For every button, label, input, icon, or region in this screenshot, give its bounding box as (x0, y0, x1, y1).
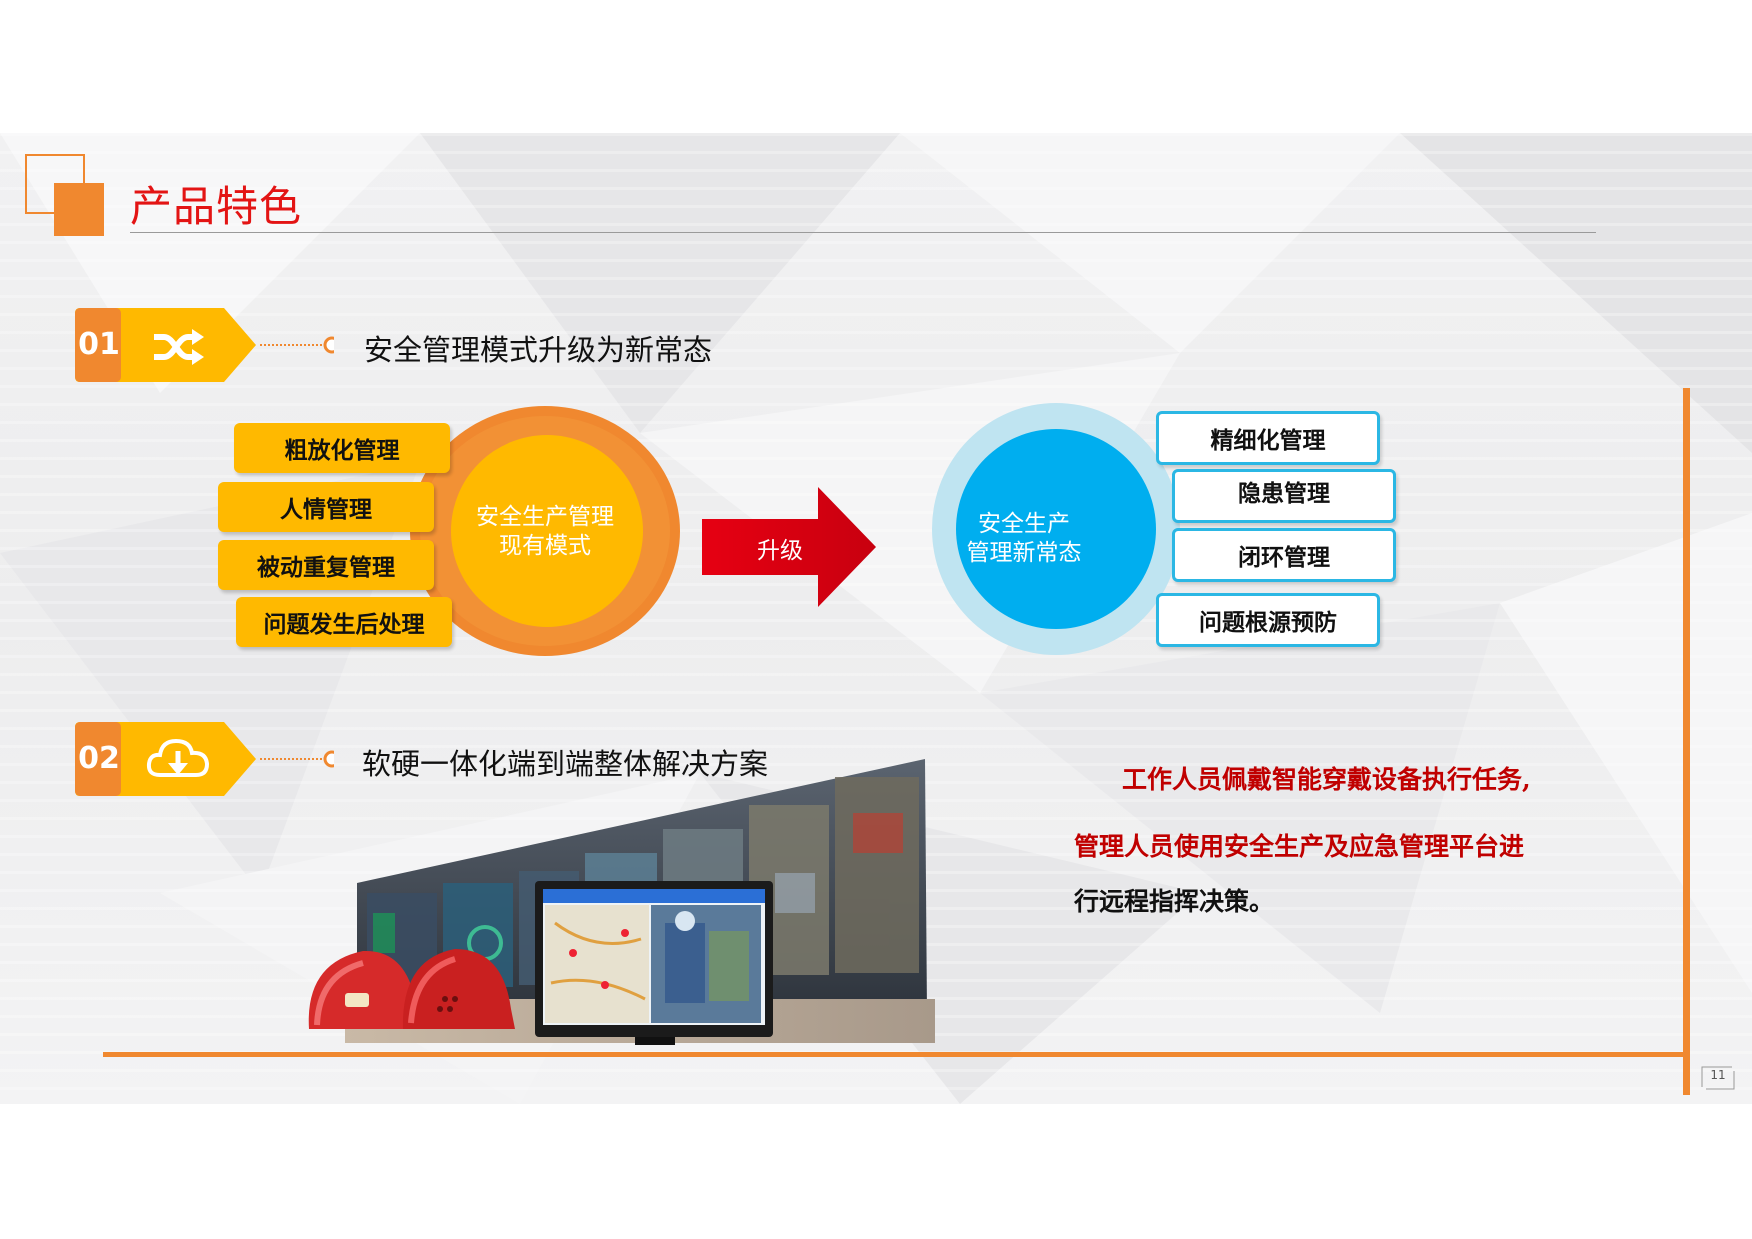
slide: 产品特色 11 01 安全管理模式升级为新常态 安全生产管理 现有模式 粗放化管… (0, 133, 1752, 1104)
section1-badge (75, 308, 334, 382)
upgrade-arrow-icon (702, 487, 876, 607)
right-accent-line (1683, 388, 1690, 1095)
shuffle-icon (154, 329, 204, 365)
new-item-refined: 精细化管理 (1156, 411, 1380, 465)
command-center-illustration (308, 759, 935, 1045)
old-item-after-the-fact: 问题发生后处理 (236, 597, 452, 647)
section2-number: 02 (78, 741, 120, 776)
title-divider (130, 232, 1596, 233)
page-number: 11 (1710, 1068, 1726, 1082)
section1-heading: 安全管理模式升级为新常态 (364, 333, 713, 367)
section2-badge (75, 722, 334, 796)
section1-number: 01 (78, 327, 120, 362)
new-mode-circle (932, 403, 1180, 655)
desc-line-1: 工作人员佩戴智能穿戴设备执行任务, (1122, 765, 1531, 794)
old-mode-circle (410, 406, 680, 656)
old-item-passive: 被动重复管理 (218, 540, 434, 590)
old-item-extensive: 粗放化管理 (234, 423, 450, 473)
page-number-frame (1701, 1066, 1735, 1090)
desc-line-3: 行远程指挥决策。 (1074, 887, 1275, 916)
title-logo (25, 154, 104, 236)
new-mode-label: 安全生产 管理新常态 (966, 511, 1082, 566)
old-mode-label: 安全生产管理 现有模式 (476, 504, 614, 559)
bottom-accent-line (103, 1052, 1683, 1057)
old-item-relationship: 人情管理 (218, 482, 434, 532)
cloud-download-icon (146, 738, 210, 777)
new-item-hazard: 隐患管理 (1172, 469, 1396, 523)
page-title: 产品特色 (130, 182, 303, 231)
section2-heading: 软硬一体化端到端整体解决方案 (362, 747, 769, 781)
upgrade-label: 升级 (757, 538, 803, 564)
new-item-closed-loop: 闭环管理 (1172, 528, 1396, 582)
new-item-root-prevention: 问题根源预防 (1156, 593, 1380, 647)
desc-line-2: 管理人员使用安全生产及应急管理平台进 (1074, 832, 1525, 861)
